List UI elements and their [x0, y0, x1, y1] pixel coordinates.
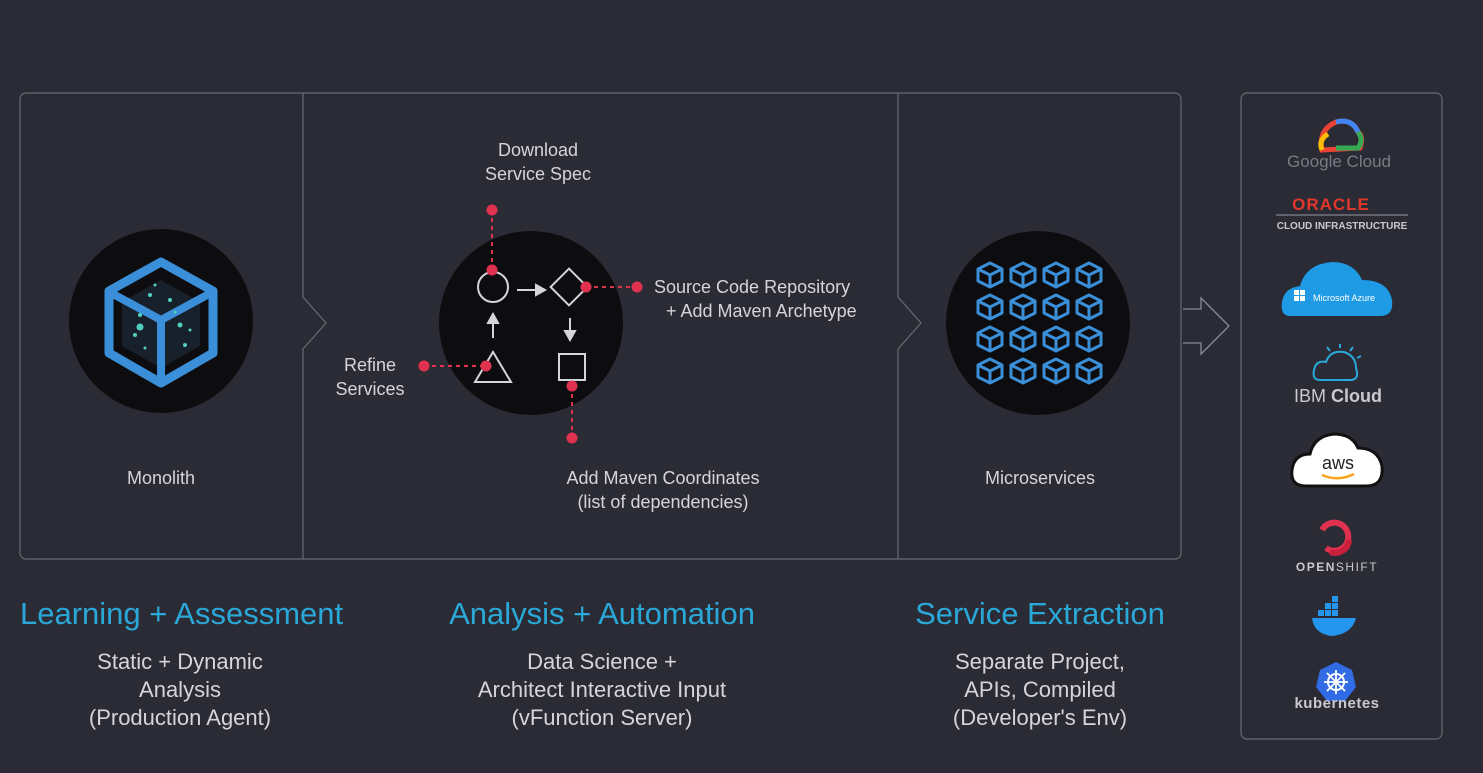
svg-text:IBM Cloud: IBM Cloud: [1294, 386, 1382, 406]
microservice-cube-icon: [1075, 357, 1103, 385]
microservice-cube-icon: [1042, 261, 1070, 289]
separator-2: [897, 93, 922, 559]
oracle-logo: ORACLE CLOUD INFRASTRUCTURE: [1276, 195, 1408, 232]
microservice-cube-icon: [1075, 261, 1103, 289]
platforms-panel: [1240, 92, 1443, 740]
microservice-cube-icon: [1075, 293, 1103, 321]
svg-text:ORACLE: ORACLE: [1292, 195, 1370, 214]
microservice-cube-icon: [1009, 357, 1037, 385]
microservice-cube-icon: [976, 261, 1004, 289]
google-cloud-logo: Google Cloud: [1287, 118, 1391, 171]
diamond-shape-icon: [549, 267, 589, 307]
svg-text:CLOUD INFRASTRUCTURE: CLOUD INFRASTRUCTURE: [1277, 221, 1408, 232]
microservices-circle: [946, 231, 1130, 415]
connector-dots: [418, 204, 643, 444]
square-shape-icon: [558, 353, 586, 381]
source-repo-label: Source Code Repository+ Add Maven Archet…: [654, 277, 857, 321]
microsoft-azure-logo: Microsoft Azure: [1281, 262, 1393, 316]
microservices-label: Microservices: [984, 468, 1095, 488]
openshift-logo: OPENSHIFT: [1296, 519, 1378, 574]
stage-desc-extraction: Separate Project,APIs, Compiled(Develope…: [952, 649, 1128, 730]
microservice-cube-icon: [1042, 357, 1070, 385]
microservice-cube-icon: [976, 293, 1004, 321]
deploy-arrow-icon: [1183, 296, 1230, 356]
microservice-cube-icon: [1009, 325, 1037, 353]
microservice-cube-icon: [1009, 261, 1037, 289]
maven-coords-label: Add Maven Coordinates(list of dependenci…: [566, 468, 760, 512]
svg-text:aws: aws: [1322, 453, 1354, 473]
main-panel: [19, 92, 1182, 560]
analysis-circle: [439, 231, 623, 415]
aws-logo: aws: [1290, 432, 1384, 488]
stage-title-analysis: Analysis + Automation: [449, 596, 755, 631]
microservice-cube-icon: [1009, 293, 1037, 321]
svg-text:OPENSHIFT: OPENSHIFT: [1296, 560, 1378, 574]
microservice-cube-icon: [976, 325, 1004, 353]
monolith-icon: [69, 229, 253, 413]
stage-desc-analysis: Data Science +Architect Interactive Inpu…: [477, 649, 727, 730]
microservice-cube-icon: [976, 357, 1004, 385]
microservice-cube-icon: [1042, 325, 1070, 353]
monolith-label: Monolith: [126, 468, 196, 488]
connectors: [424, 210, 637, 438]
stage-title-extraction: Service Extraction: [915, 596, 1165, 631]
microservice-cubes: [976, 261, 1103, 385]
kubernetes-logo: kubernetes: [1294, 662, 1379, 712]
separator-1: [302, 93, 327, 559]
microservice-cube-icon: [1075, 325, 1103, 353]
svg-text:kubernetes: kubernetes: [1294, 695, 1379, 712]
stage-title-learning: Learning + Assessment: [20, 596, 344, 631]
docker-whale-icon: [1312, 596, 1356, 636]
flow-arrows: [486, 283, 577, 343]
svg-text:Microsoft Azure: Microsoft Azure: [1313, 293, 1375, 303]
svg-text:Google Cloud: Google Cloud: [1287, 152, 1391, 171]
ibm-cloud-logo: IBM Cloud: [1294, 344, 1382, 406]
microservice-cube-icon: [1042, 293, 1070, 321]
